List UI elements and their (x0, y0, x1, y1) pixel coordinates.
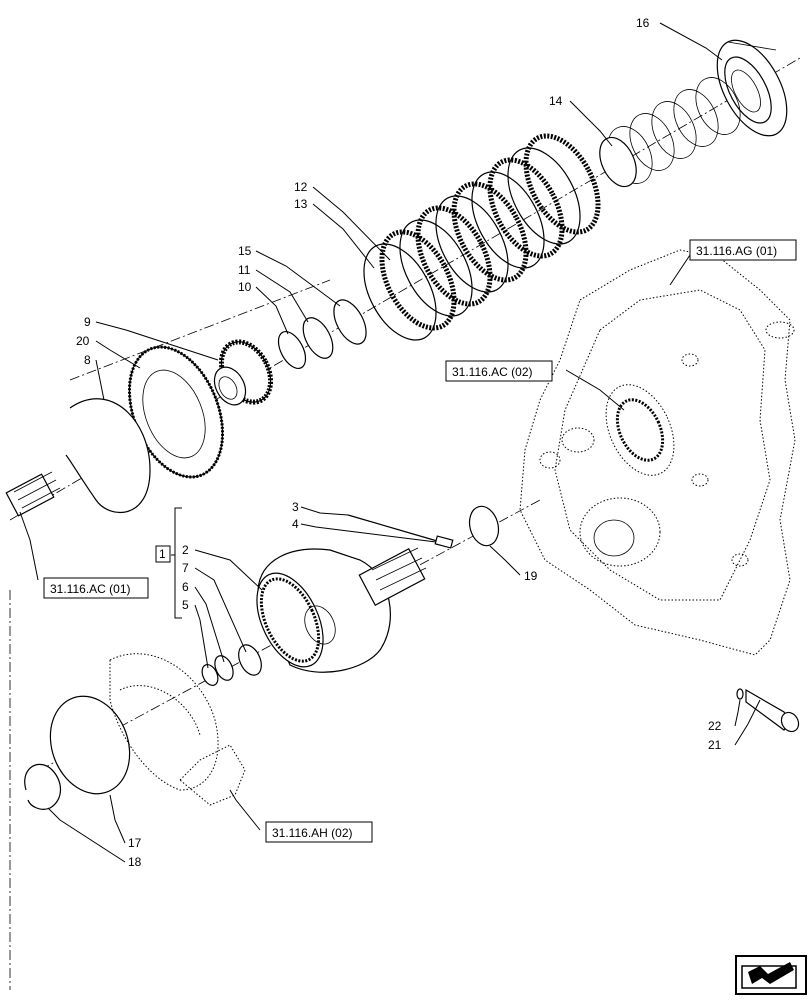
part-8-snap-ring (65, 398, 151, 514)
ref-ah-02-text: 31.116.AH (02) (272, 826, 353, 840)
ref-ac-02-text: 31.116.AC (02) (452, 365, 533, 379)
ref-31-116-ac-01[interactable]: 31.116.AC (01) (43, 577, 149, 599)
callout-8: 8 (84, 353, 91, 367)
callout-22: 22 (708, 719, 722, 733)
callout-16: 16 (636, 16, 650, 30)
callout-19: 19 (524, 569, 538, 583)
callout-21: 21 (708, 738, 722, 752)
parts-21-22-bolt-washer (736, 688, 800, 733)
group-1-label: 1 (155, 545, 171, 563)
parts-5-6-7-rings-bushing (201, 644, 262, 686)
callout-18: 18 (128, 855, 142, 869)
callout-11: 11 (238, 263, 251, 277)
part-19-o-ring (468, 505, 500, 547)
transmission-housing (519, 249, 796, 656)
callout-10: 10 (238, 280, 252, 294)
callout-13: 13 (294, 197, 308, 211)
part-18-snap-ring (24, 763, 62, 810)
ref-ag-01-text: 31.116.AG (01) (696, 244, 777, 258)
assembly-axes (9, 57, 801, 990)
parts-3-4-pin-key (347, 514, 454, 549)
group-1-number: 1 (159, 547, 166, 561)
part-2-clutch-drum (256, 547, 427, 673)
ref-31-116-ac-02[interactable]: 31.116.AC (02) (445, 360, 553, 382)
parts-12-13-clutch-discs (363, 133, 601, 341)
ref-31-116-ah-02[interactable]: 31.116.AH (02) (265, 821, 373, 843)
continue-arrow-icon (735, 955, 807, 995)
leader-lines (19, 22, 761, 863)
part-16-seal-cover (716, 39, 788, 137)
callout-17: 17 (128, 836, 142, 850)
part-9-hub-gear (213, 339, 274, 406)
callout-4: 4 (292, 517, 299, 531)
callout-5: 5 (182, 598, 189, 612)
lower-band-assembly (109, 653, 246, 806)
callout-12: 12 (294, 180, 308, 194)
callout-2: 2 (182, 543, 189, 557)
callout-14: 14 (549, 94, 563, 108)
callout-7: 7 (182, 561, 189, 575)
part-14-spring-pack (599, 77, 741, 188)
callout-15: 15 (238, 244, 252, 258)
ref-31-116-ag-01[interactable]: 31.116.AG (01) (689, 239, 797, 261)
callout-labels: 16 14 12 13 15 11 10 9 20 8 3 4 2 7 6 5 … (76, 16, 722, 869)
callout-9: 9 (84, 315, 91, 329)
callout-6: 6 (182, 580, 189, 594)
ref-ac-01-text: 31.116.AC (01) (50, 582, 131, 596)
callout-3: 3 (292, 500, 299, 514)
callout-20: 20 (76, 334, 90, 348)
input-shaft-end (5, 471, 61, 517)
parts-10-11-15-rings (277, 299, 367, 369)
part-17-large-ring (49, 695, 131, 795)
